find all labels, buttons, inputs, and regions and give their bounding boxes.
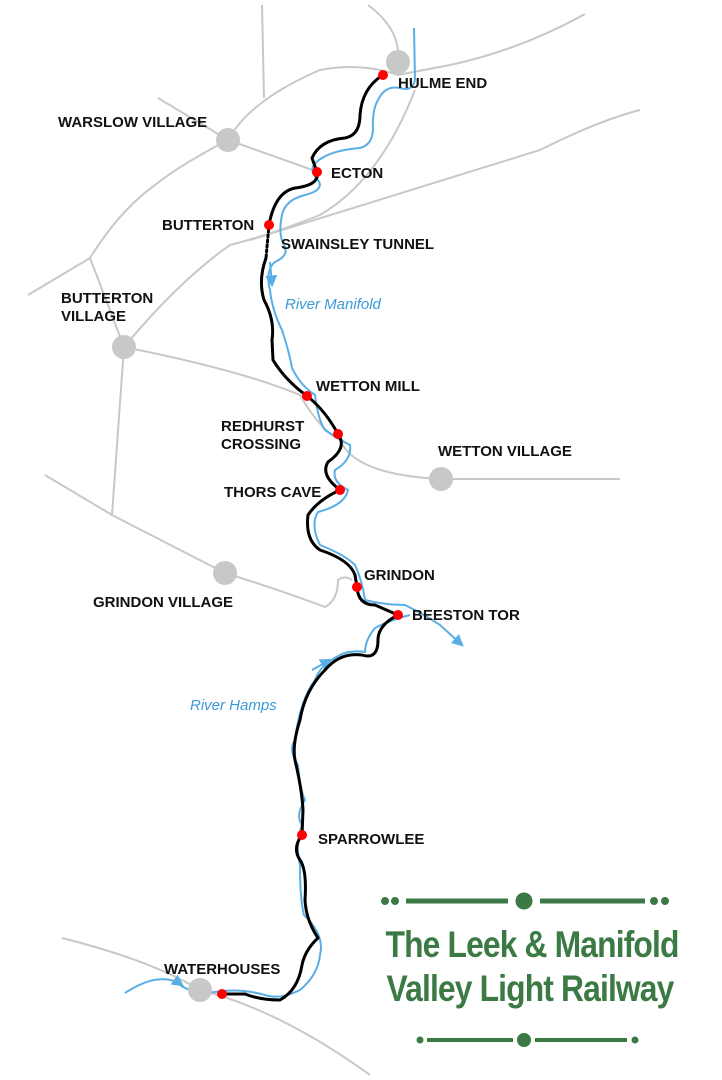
roads <box>27 4 641 1076</box>
station-wetton-mill[interactable] <box>302 391 312 401</box>
river-hamps <box>179 614 411 998</box>
label-wetton-mill: WETTON MILL <box>316 378 420 395</box>
logo-title-line-2: Valley Light Railway <box>386 968 675 1009</box>
rivers <box>124 27 464 998</box>
station-butterton[interactable] <box>264 220 274 230</box>
village-marker-wetton[interactable] <box>429 467 453 491</box>
labels: HULME END ECTON BUTTERTON SWAINSLEY TUNN… <box>58 75 572 978</box>
label-hulme-end: HULME END <box>398 75 487 92</box>
label-thors-cave: THORS CAVE <box>224 484 321 501</box>
label-warslow-village: WARSLOW VILLAGE <box>58 114 207 131</box>
station-thors-cave[interactable] <box>335 485 345 495</box>
station-ecton[interactable] <box>312 167 322 177</box>
railway-line <box>220 73 400 1002</box>
label-beeston-tor: BEESTON TOR <box>412 607 520 624</box>
swainsley-tunnel-section <box>264 223 271 260</box>
village-marker-hulme-end[interactable] <box>386 50 410 74</box>
logo-title-line-1: The Leek & Manifold <box>385 924 680 965</box>
village-marker-grindon[interactable] <box>213 561 237 585</box>
station-hulme-end[interactable] <box>378 70 388 80</box>
label-swainsley-tunnel: SWAINSLEY TUNNEL <box>281 236 434 253</box>
station-beeston-tor[interactable] <box>393 610 403 620</box>
label-wetton-village: WETTON VILLAGE <box>438 443 572 460</box>
label-grindon: GRINDON <box>364 567 435 584</box>
village-marker-warslow[interactable] <box>216 128 240 152</box>
label-river-manifold: River Manifold <box>285 296 382 313</box>
label-butterton-village-2: VILLAGE <box>61 308 126 325</box>
label-grindon-village: GRINDON VILLAGE <box>93 594 233 611</box>
label-river-hamps: River Hamps <box>190 697 277 714</box>
label-sparrowlee: SPARROWLEE <box>318 831 424 848</box>
label-ecton: ECTON <box>331 165 383 182</box>
village-marker-butterton[interactable] <box>112 335 136 359</box>
stations <box>217 70 403 999</box>
villages <box>112 50 453 1002</box>
label-butterton-village-1: BUTTERTON <box>61 290 153 307</box>
logo-ornaments <box>381 892 669 1047</box>
station-grindon[interactable] <box>352 582 362 592</box>
station-redhurst-crossing[interactable] <box>333 429 343 439</box>
river-manifold <box>267 27 464 647</box>
label-waterhouses: WATERHOUSES <box>164 961 280 978</box>
village-marker-waterhouses[interactable] <box>188 978 212 1002</box>
label-crossing: CROSSING <box>221 436 301 453</box>
station-waterhouses[interactable] <box>217 989 227 999</box>
label-butterton: BUTTERTON <box>162 217 254 234</box>
label-redhurst: REDHURST <box>221 418 304 435</box>
station-sparrowlee[interactable] <box>297 830 307 840</box>
railway-logo: The Leek & Manifold Valley Light Railway <box>362 890 698 1011</box>
